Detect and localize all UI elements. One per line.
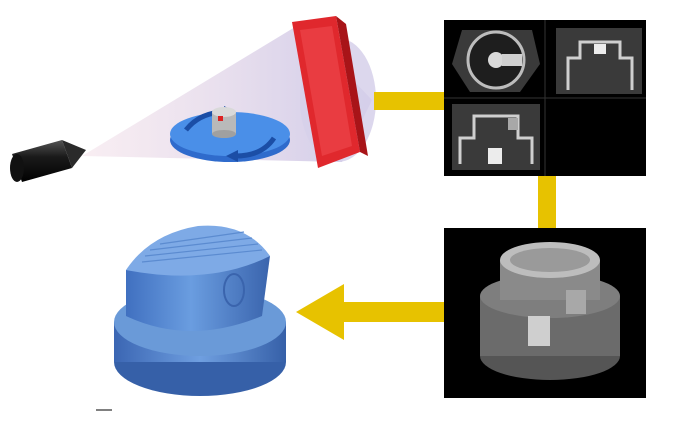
xray-source-icon <box>10 140 86 182</box>
ct-slices-icon <box>444 20 646 176</box>
arrow-slices-to-volume <box>538 176 556 228</box>
3d-cap-model-icon <box>114 225 286 396</box>
arrow-detector-to-slices <box>374 92 444 110</box>
xray-volume-icon <box>444 228 646 398</box>
detector-icon <box>292 16 368 168</box>
rotation-stage-icon <box>170 106 290 162</box>
arrow-volume-to-model <box>296 284 444 340</box>
